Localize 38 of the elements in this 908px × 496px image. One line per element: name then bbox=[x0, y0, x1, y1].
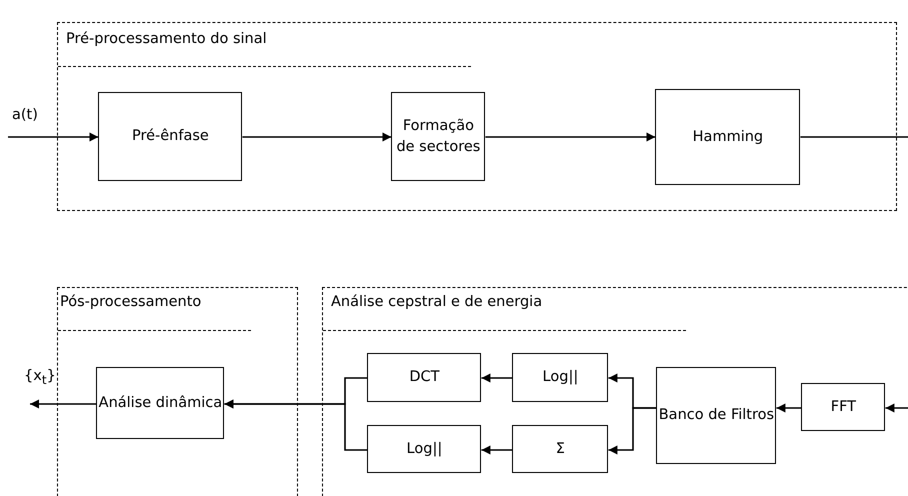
arrow bbox=[485, 132, 656, 142]
arrow bbox=[776, 404, 802, 412]
group-title: Análise cepstral e de energia bbox=[331, 294, 542, 310]
signal-label: {x$_{t}$} bbox=[24, 368, 56, 387]
block-label: Formação de sectores bbox=[395, 116, 482, 157]
block-label: Análise dinâmica bbox=[98, 394, 222, 413]
block-label: Pré-ênfase bbox=[132, 127, 209, 146]
block-label: Σ bbox=[556, 440, 565, 459]
arrow bbox=[885, 404, 908, 412]
process-box bbox=[512, 353, 608, 402]
block-label: DCT bbox=[409, 368, 440, 388]
arrow bbox=[8, 132, 98, 142]
process-box bbox=[801, 383, 886, 432]
dashed-group-box bbox=[57, 287, 298, 496]
block-label: Banco de Filtros bbox=[658, 406, 774, 426]
process-box bbox=[96, 367, 224, 440]
process-box bbox=[656, 367, 776, 464]
block-label: FFT bbox=[830, 398, 856, 417]
arrow bbox=[608, 407, 656, 454]
process-box bbox=[391, 92, 486, 182]
process-box bbox=[98, 92, 242, 182]
arrow bbox=[481, 374, 512, 382]
arrow bbox=[224, 400, 368, 451]
group-title: Pós-processamento bbox=[60, 294, 202, 310]
block-label: Log|| bbox=[542, 368, 578, 388]
dashed-group-box bbox=[322, 287, 908, 496]
arrow bbox=[242, 132, 392, 142]
process-box bbox=[367, 425, 482, 474]
signal-label: a(t) bbox=[12, 107, 38, 123]
arrow bbox=[30, 400, 96, 408]
process-box bbox=[655, 89, 800, 186]
arrow bbox=[481, 446, 512, 454]
dashed-group-box bbox=[57, 22, 897, 211]
process-box bbox=[367, 353, 482, 402]
process-box bbox=[512, 425, 608, 474]
block-label: Hamming bbox=[692, 128, 764, 147]
group-title: Pré-processamento do sinal bbox=[66, 31, 267, 47]
block-label: Log|| bbox=[406, 440, 442, 459]
